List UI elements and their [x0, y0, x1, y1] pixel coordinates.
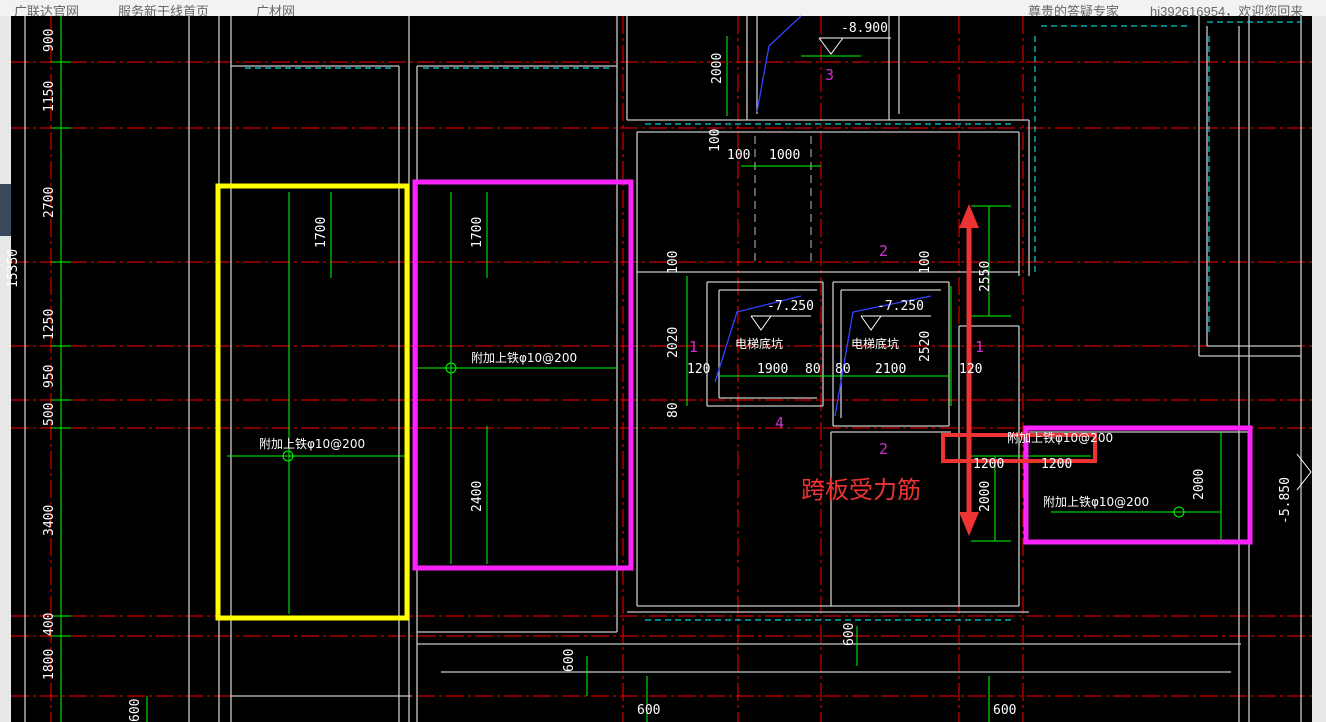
- sidebar-tab[interactable]: [0, 184, 11, 236]
- dim-600-a: 600: [562, 649, 577, 672]
- magenta-highlight-box-large: [412, 179, 634, 571]
- section-mark-4: 4: [775, 414, 784, 432]
- dim-1200-b: 1200: [1041, 457, 1072, 472]
- rebar-label-small: 附加上铁φ10@200: [1007, 431, 1113, 445]
- blue-lines: [714, 15, 932, 417]
- dim-left-8: 400: [42, 613, 57, 636]
- yellow-highlight-box: [215, 183, 410, 621]
- dim-left-side: 15350: [6, 249, 21, 288]
- red-highlight-box-small: [941, 433, 1097, 463]
- right-elevation: -5.850: [1278, 477, 1293, 524]
- dim-left-3: 2700: [42, 187, 57, 218]
- dim-600-d: 600: [993, 703, 1016, 718]
- dim-2550: 2550: [978, 261, 993, 292]
- dimension-lines: [51, 16, 1222, 722]
- dim-100-a: 100: [708, 129, 723, 152]
- span-arrow: [959, 204, 979, 536]
- dim-yellow-top: 1700: [314, 217, 329, 248]
- rebar-label-pink: 附加上铁φ10@200: [471, 351, 577, 365]
- dim-left-4: 1250: [42, 309, 57, 340]
- dim-120-b: 120: [959, 362, 982, 377]
- dim-2100: 2100: [875, 362, 906, 377]
- browser-topbar: 广联达官网 服务新干线首页 广材网 尊贵的答疑专家 hj392616954，欢迎…: [0, 0, 1326, 16]
- dim-2000-right: 2000: [1192, 469, 1207, 500]
- left-sidebar: [0, 16, 11, 722]
- dim-100-b: 100: [727, 148, 750, 163]
- dim-600-c: 600: [637, 703, 660, 718]
- level-symbols: [750, 37, 1312, 491]
- dim-1900: 1900: [757, 362, 788, 377]
- dim-2000-mid: 2000: [978, 481, 993, 512]
- user-welcome-text: hj392616954，欢迎您回来: [1150, 4, 1304, 16]
- dim-1000: 1000: [769, 148, 800, 163]
- magenta-highlight-box-right: [1023, 425, 1253, 545]
- shaft-dashed: [754, 136, 812, 266]
- rebar-label-right: 附加上铁φ10@200: [1043, 495, 1149, 509]
- cyan-dashed-lines: [245, 21, 1301, 621]
- dim-600-b: 600: [842, 623, 857, 646]
- dim-pink-bottom: 2400: [470, 481, 485, 512]
- axis-grid: [11, 16, 1312, 722]
- dim-left-5: 950: [42, 365, 57, 388]
- expert-text: 尊贵的答疑专家: [1028, 4, 1120, 16]
- span-rebar-annotation: 跨板受力筋: [801, 476, 921, 504]
- dim-2020: 2020: [666, 327, 681, 358]
- section-mark-1b: 1: [975, 338, 984, 356]
- rebar-label-yellow: 附加上铁φ10@200: [259, 437, 365, 451]
- material-link[interactable]: 广材网: [256, 4, 296, 16]
- dim-pink-top: 1700: [470, 217, 485, 248]
- right-scrollbar[interactable]: [1312, 16, 1326, 722]
- dim-100-c: 100: [666, 251, 681, 274]
- dim-100-d: 100: [918, 251, 933, 274]
- level-top: -8.900: [841, 21, 888, 36]
- dim-1200-a: 1200: [973, 457, 1004, 472]
- drawing-canvas: 900 1150 2700 15350 1250 950 500 3400 40…: [6, 15, 1312, 722]
- dim-120-a: 120: [687, 362, 710, 377]
- dim-80-b: 80: [805, 362, 821, 377]
- dim-left-2: 1150: [42, 81, 57, 112]
- pit-label-2: 电梯底坑: [851, 336, 899, 351]
- section-mark-2b: 2: [879, 440, 888, 458]
- dim-2520: 2520: [918, 331, 933, 362]
- dim-left-9: 1800: [42, 649, 57, 680]
- section-mark-3: 3: [825, 66, 834, 84]
- level-pit-2: -7.250: [877, 299, 924, 314]
- center-markers: [282, 362, 1185, 518]
- dim-left-6: 500: [42, 403, 57, 426]
- section-mark-2a: 2: [879, 242, 888, 260]
- site-name-link[interactable]: 广联达官网: [14, 4, 80, 16]
- dim-80-a: 80: [666, 402, 681, 418]
- dim-top-2000: 2000: [710, 53, 725, 84]
- dim-left-7: 3400: [42, 505, 57, 536]
- dim-left-bottom: 600: [128, 699, 143, 722]
- pit-label-1: 电梯底坑: [735, 336, 783, 351]
- service-link[interactable]: 服务新干线首页: [118, 4, 210, 16]
- level-pit-1: -7.250: [767, 299, 814, 314]
- section-mark-1a: 1: [689, 338, 698, 356]
- dim-left-1: 900: [42, 29, 57, 52]
- dim-80-c: 80: [835, 362, 851, 377]
